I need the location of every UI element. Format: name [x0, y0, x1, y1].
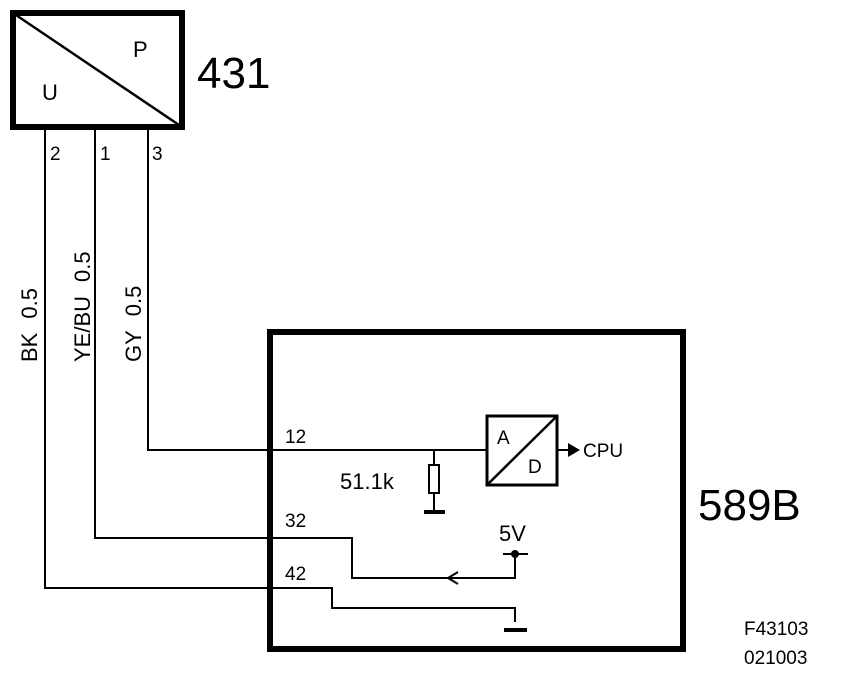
module-box: [267, 329, 686, 652]
cpu-arrow-head: [568, 443, 580, 457]
resistor: [424, 450, 445, 514]
module-pin-32: 32: [285, 511, 306, 532]
adc-label-d: D: [528, 457, 542, 478]
supply-label: 5V: [499, 521, 526, 546]
supply-node: [511, 550, 519, 558]
wire-label-bk: BK0.5: [17, 288, 42, 362]
resistor-value: 51.1k: [340, 469, 395, 494]
footer-code-2: 021003: [744, 648, 807, 669]
sensor-id: 431: [197, 49, 270, 98]
adc-block: A D: [485, 414, 559, 487]
module-id: 589B: [698, 481, 801, 530]
adc-label-a: A: [497, 428, 510, 449]
module-pin-12: 12: [285, 427, 306, 448]
cpu-label: CPU: [583, 441, 623, 462]
sensor-diagonal: [12, 11, 183, 129]
wire-gy-signal: [147, 127, 487, 451]
sensor-431: U P: [10, 10, 185, 130]
sensor-box: [10, 10, 185, 130]
sensor-label-u: U: [42, 80, 58, 105]
adc-diagonal: [486, 415, 558, 486]
wire-yebu-supply: [94, 127, 448, 579]
footer-code-1: F43103: [744, 619, 808, 640]
sensor-pin-3: 3: [152, 144, 163, 165]
wire-bk-ground: [44, 127, 516, 622]
sensor-pin-2: 2: [50, 144, 61, 165]
module-pin-42: 42: [285, 564, 306, 585]
sensor-pin-1: 1: [100, 144, 111, 165]
resistor-body: [428, 464, 440, 494]
wire-label-gy: GY0.5: [121, 286, 146, 362]
supply-5v: [446, 550, 528, 585]
sensor-label-p: P: [133, 37, 148, 62]
wire-label-yebu: YE/BU0.5: [70, 251, 95, 362]
